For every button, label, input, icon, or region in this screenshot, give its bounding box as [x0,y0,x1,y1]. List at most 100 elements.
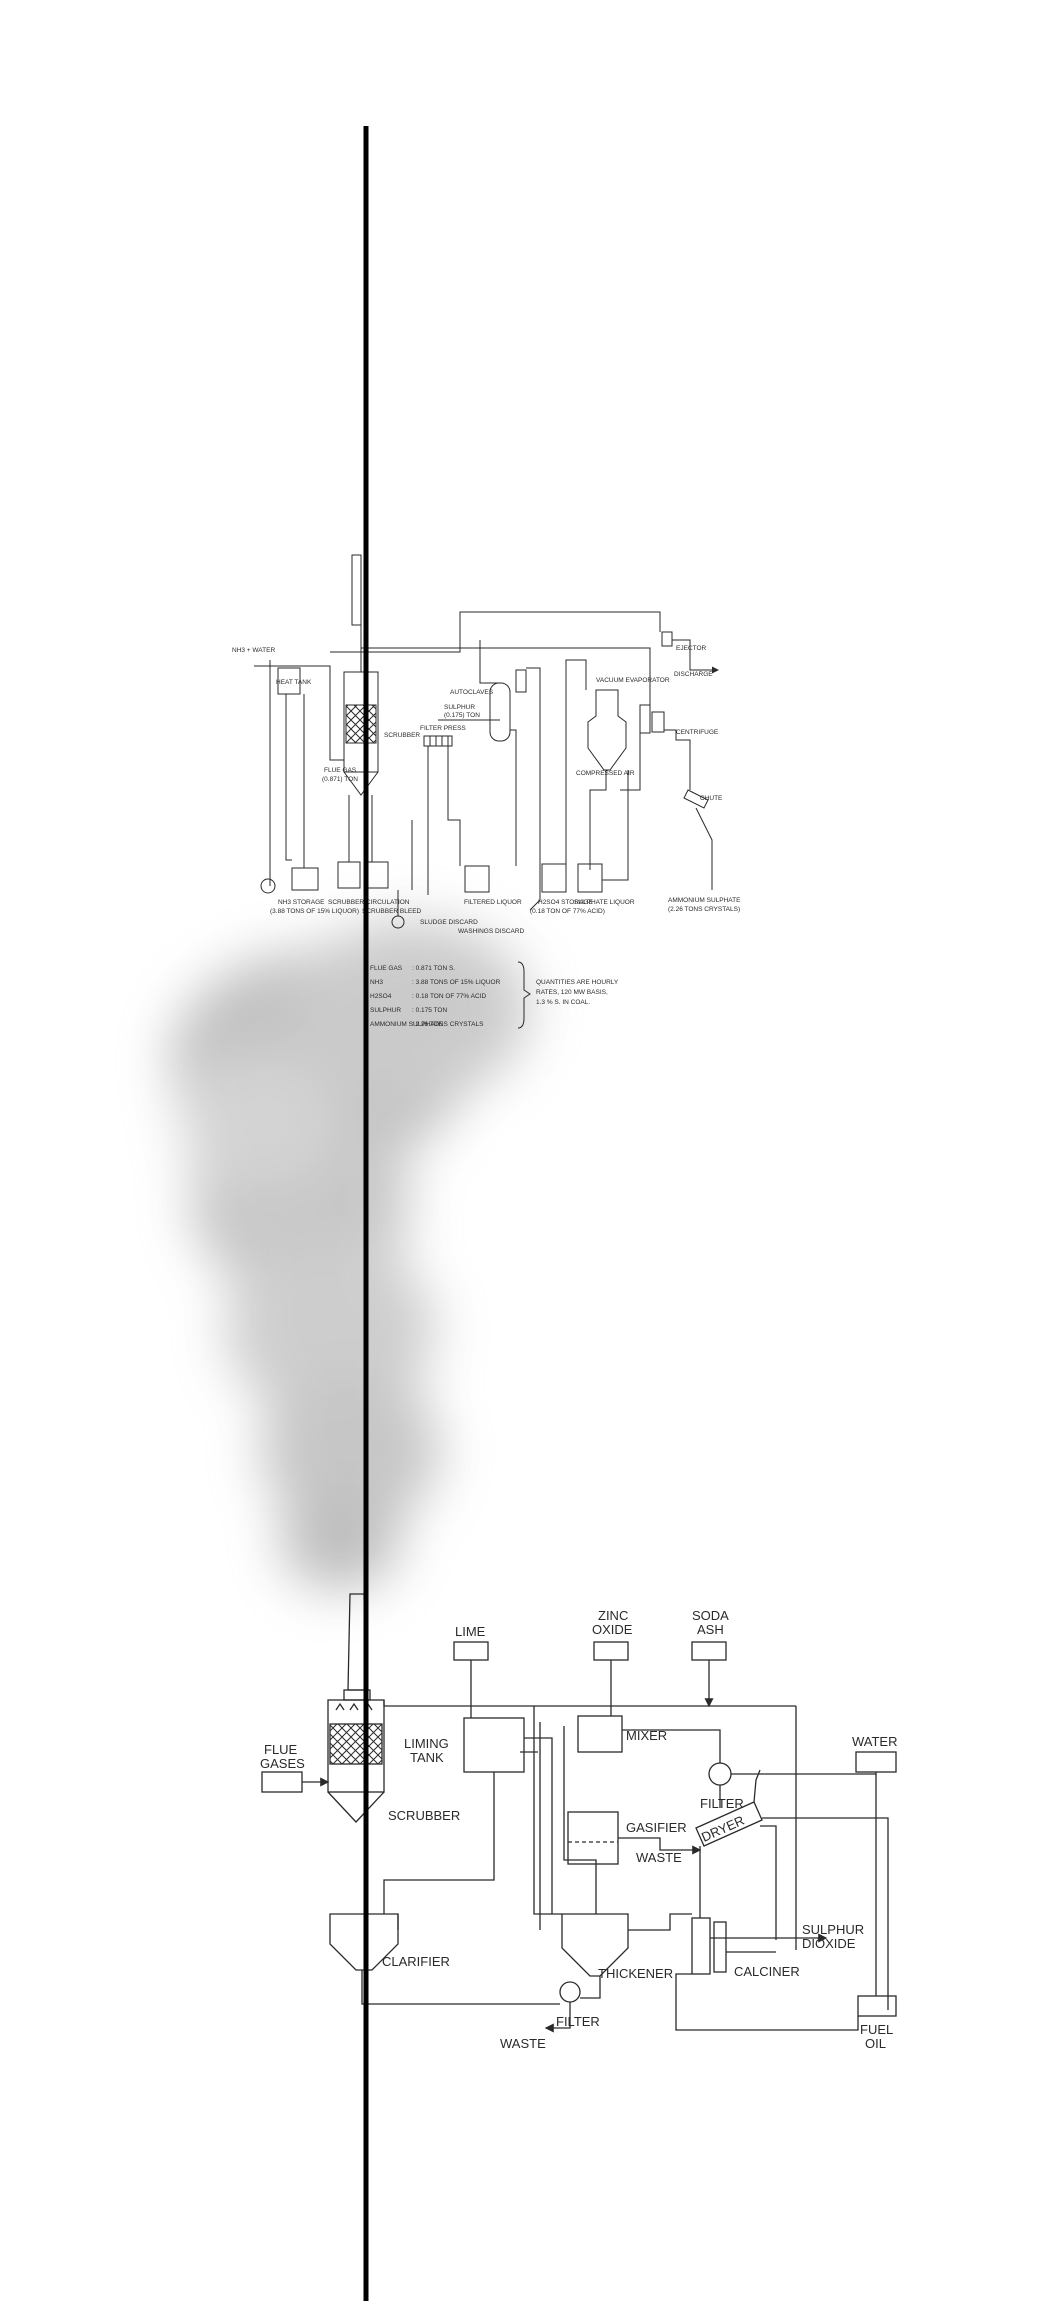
label-tank: TANK [410,1750,444,1765]
filter-press-box [423,735,453,747]
qty-value-1: : 3.88 TONS OF 15% LIQUOR [412,979,501,986]
label-scrubber-bleed: SCRUBBER BLEED [362,908,422,915]
label-scrubber: SCRUBBER [388,1808,460,1823]
label-compressed-air: COMPRESSED AIR [576,770,635,777]
label-dioxide: DIOXIDE [802,1936,856,1951]
label-clarifier: CLARIFIER [382,1954,450,1969]
smoke-plume [170,920,530,1590]
label-washings-discard: WASHINGS DISCARD [458,928,525,935]
bottom-flow-diagram [261,1593,897,2033]
label-flue-gas-top: FLUE GAS [324,767,357,774]
note-line-2: 1.3 % S. IN COAL. [536,999,590,1006]
dryer-shape [695,1801,763,1847]
label-scrubber-top: SCRUBBER [384,732,420,739]
label-filter-top: FILTER [700,1796,744,1811]
label-dryer: DRYER [699,1813,746,1845]
top-flow-diagram [254,554,719,929]
label-water: WATER [852,1734,898,1749]
bottom-diagram-labels: LIME ZINC OXIDE SODA ASH FLUE GASES LIMI… [260,1608,898,2051]
qty-value-0: : 0.871 TON S. [412,965,455,972]
qty-value-3: : 0.175 TON [412,1007,447,1014]
label-vacuum-evaporator: VACUUM EVAPORATOR [596,677,670,684]
label-filter-press: FILTER PRESS [420,725,466,732]
zinc-oxide-box [593,1641,629,1661]
label-sludge-discard: SLUDGE DISCARD [420,919,478,926]
lime-box [453,1641,489,1661]
qty-name-3: SULPHUR [370,1007,401,1014]
note-line-0: QUANTITIES ARE HOURLY [536,979,619,986]
label-h2so4-storage: H2SO4 STORAGE [538,899,593,906]
scrubber-bleed-box [365,861,389,889]
label-fuel: FUEL [860,2022,893,2037]
label-nh3-water: NH3 + WATER [232,647,275,654]
quantity-list: FLUE GAS : 0.871 TON S. NH3 : 3.88 TONS … [370,961,619,1029]
label-sulphur: SULPHUR [802,1922,864,1937]
qty-value-2: : 0.18 TON OF 77% ACID [412,993,486,1000]
label-sulphate-liquor: SULPHATE LIQUOR [574,899,635,906]
label-filtered-liquor: FILTERED LIQUOR [464,899,522,906]
label-nh3-storage: NH3 STORAGE [278,899,325,906]
qty-name-2: H2SO4 [370,993,392,1000]
vacuum-evaporator [587,689,627,771]
label-calciner: CALCINER [734,1964,800,1979]
filter-bottom-circle [559,1981,581,2003]
flue-gases-box [261,1771,303,1793]
qty-value-4: : 2.26 TONS CRYSTALS [412,1021,484,1028]
top-diagram-labels: NH3 + WATER HEAT TANK SCRUBBER FLUE GAS … [232,645,741,935]
gasifier-box [567,1811,619,1865]
label-waste-mid: WASTE [636,1850,682,1865]
label-ammonium-sulphate: AMMONIUM SULPHATE [668,897,741,904]
label-zinc: ZINC [598,1608,628,1623]
label-discharge: DISCHARGE [674,671,713,678]
filter-top-circle [708,1762,732,1786]
label-autoclaves: AUTOCLAVES [450,689,494,696]
label-flue-gas-qty: (0.871) TON [322,776,358,783]
chute-shape [683,789,709,809]
label-mixer: MIXER [626,1728,667,1743]
qty-name-1: NH3 [370,979,383,986]
label-ammonium-qty: (2.26 TONS CRYSTALS) [668,906,740,913]
heat-tank-box [277,667,301,695]
label-gases: GASES [260,1756,305,1771]
label-flue: FLUE [264,1742,298,1757]
label-ejector: EJECTOR [676,645,707,652]
label-waste-bottom: WASTE [500,2036,546,2051]
label-sulphur: SULPHUR [444,704,475,711]
scrubber-packing-top [345,704,377,744]
filtered-liquor-box [464,865,490,893]
label-soda: SODA [692,1608,729,1623]
liming-tank-box [463,1717,525,1773]
quantity-brace [517,961,531,1029]
label-lime: LIME [455,1624,486,1639]
label-h2so4-qty: (0.18 TON OF 77% ACID) [530,908,605,915]
soda-ash-box [691,1641,727,1661]
h2so4-storage-box [541,863,567,893]
label-filter-bottom: FILTER [556,2014,600,2029]
nh3-storage-box [291,867,319,891]
label-centrifuge: CENTRIFUGE [676,729,719,736]
label-heat-tank: HEAT TANK [276,679,312,686]
chimney-top [351,554,362,626]
chimney-bottom [347,1593,367,1691]
scrubber-cap [343,1689,371,1701]
mixer-box [577,1715,623,1753]
fuel-oil-box [857,1995,897,2017]
label-gasifier: GASIFIER [626,1820,687,1835]
water-box [855,1751,897,1773]
scrubber-circulation-box [337,861,361,889]
label-chute: CHUTE [700,795,723,802]
label-nh3-storage-qty: (3.88 TONS OF 15% LIQUOR) [270,908,359,915]
label-sulphur-qty: (0.175) TON [444,712,480,719]
label-oil: OIL [865,2036,886,2051]
ejector-box [661,631,673,647]
label-ash: ASH [697,1622,724,1637]
label-oxide: OXIDE [592,1622,633,1637]
label-liming: LIMING [404,1736,449,1751]
label-scrubber-circulation: SCRUBBER CIRCULATION [328,899,410,906]
note-line-1: RATES, 120 MW BASIS, [536,989,608,996]
qty-name-0: FLUE GAS [370,965,403,972]
scrubber-packing-bottom [329,1723,383,1765]
label-thickener: THICKENER [598,1966,673,1981]
